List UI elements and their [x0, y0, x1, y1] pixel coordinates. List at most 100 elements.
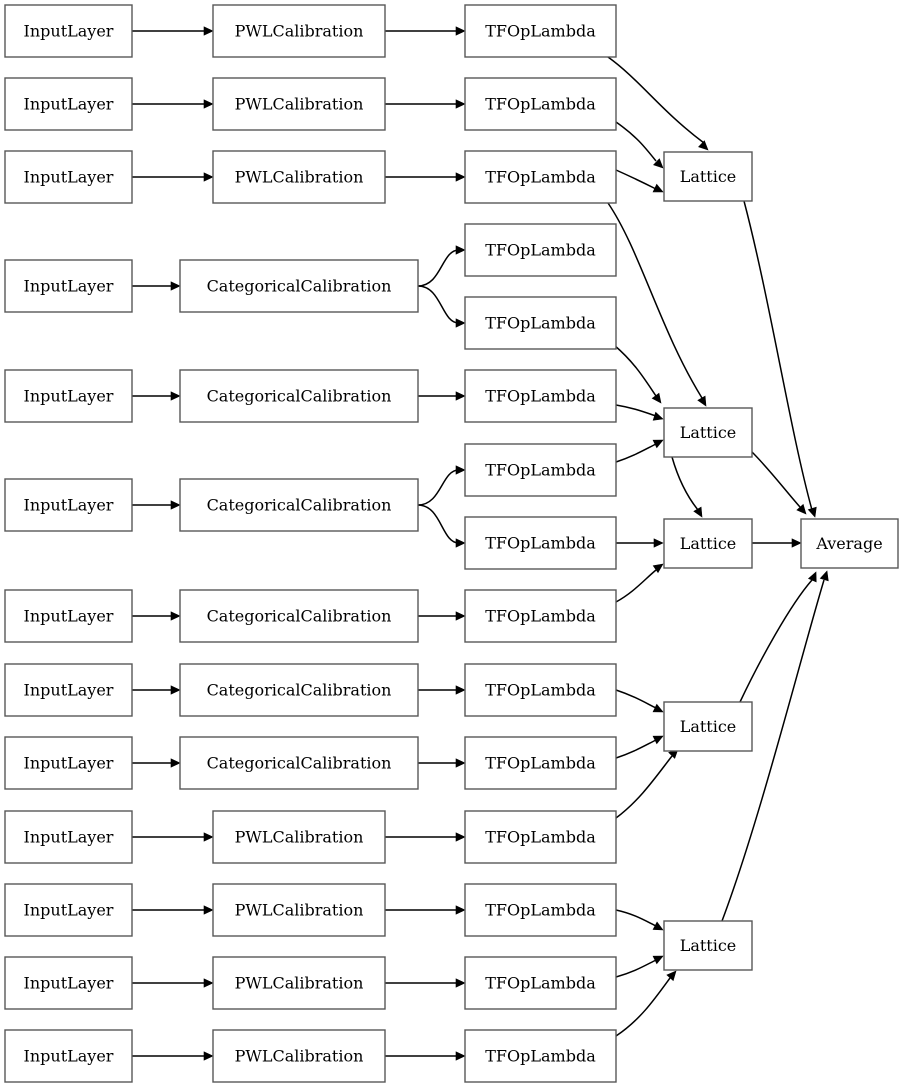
graph-edge-cal6-to-op7 [417, 465, 466, 506]
graph-edge-op13-to-lat5 [615, 909, 664, 931]
edge-arrowhead [791, 538, 802, 548]
graph-node-lat5[interactable]: Lattice [663, 920, 753, 971]
node-box [464, 150, 617, 204]
graph-node-op2[interactable]: TFOpLambda [464, 77, 617, 131]
edge-arrowhead [819, 570, 829, 582]
graph-edge-cal13-to-op15 [385, 1051, 466, 1061]
node-box [4, 589, 133, 643]
graph-node-cal4[interactable]: CategoricalCalibration [179, 259, 419, 313]
graph-edge-cal1-to-op1 [385, 26, 466, 36]
edge-line [615, 689, 657, 709]
graph-node-op4[interactable]: TFOpLambda [464, 223, 617, 277]
graph-node-cal5[interactable]: CategoricalCalibration [179, 369, 419, 423]
node-box [663, 151, 753, 202]
graph-node-in6[interactable]: InputLayer [4, 478, 133, 532]
node-box [4, 810, 133, 864]
graph-node-cal3[interactable]: PWLCalibration [212, 150, 386, 204]
node-layer: InputLayerInputLayerInputLayerInputLayer… [4, 4, 899, 1083]
edge-arrowhead [203, 1051, 214, 1061]
graph-node-op11[interactable]: TFOpLambda [464, 736, 617, 790]
node-box [4, 369, 133, 423]
graph-edge-cal4-to-op4 [417, 245, 466, 287]
node-box [464, 663, 617, 717]
edge-arrowhead [455, 318, 466, 328]
graph-node-cal10[interactable]: PWLCalibration [212, 810, 386, 864]
graph-node-cal12[interactable]: PWLCalibration [212, 956, 386, 1010]
graph-edge-in3-to-cal3 [132, 172, 214, 182]
node-box [663, 920, 753, 971]
graph-node-in5[interactable]: InputLayer [4, 369, 133, 423]
graph-node-in3[interactable]: InputLayer [4, 150, 133, 204]
edge-arrowhead [203, 172, 214, 182]
graph-node-in7[interactable]: InputLayer [4, 589, 133, 643]
graph-node-cal7[interactable]: CategoricalCalibration [179, 589, 419, 643]
graph-edge-op6-to-lat2 [615, 404, 664, 421]
node-box [663, 701, 753, 752]
edge-arrowhead [203, 978, 214, 988]
graph-node-in9[interactable]: InputLayer [4, 736, 133, 790]
graph-node-in10[interactable]: InputLayer [4, 810, 133, 864]
graph-edge-in6-to-cal6 [132, 500, 181, 510]
graph-node-cal11[interactable]: PWLCalibration [212, 883, 386, 937]
graph-node-lat3[interactable]: Lattice [663, 518, 753, 569]
graph-node-op14[interactable]: TFOpLambda [464, 956, 617, 1010]
edge-line [615, 121, 657, 162]
edge-arrowhead [455, 758, 466, 768]
graph-edge-op10-to-lat4 [615, 689, 664, 713]
graph-node-op9[interactable]: TFOpLambda [464, 589, 617, 643]
graph-edge-lat3-to-avg [752, 538, 802, 548]
graph-node-avg[interactable]: Average [800, 518, 899, 569]
edge-arrowhead [651, 392, 662, 404]
graph-node-cal2[interactable]: PWLCalibration [212, 77, 386, 131]
edge-arrowhead [652, 921, 664, 931]
graph-node-in4[interactable]: InputLayer [4, 259, 133, 313]
graph-node-op1[interactable]: TFOpLambda [464, 4, 617, 58]
edge-arrowhead [652, 439, 664, 449]
graph-edge-cal10-to-op12 [385, 832, 466, 842]
graph-node-cal1[interactable]: PWLCalibration [212, 4, 386, 58]
graph-node-op10[interactable]: TFOpLambda [464, 663, 617, 717]
graph-node-op6[interactable]: TFOpLambda [464, 369, 617, 423]
graph-node-in8[interactable]: InputLayer [4, 663, 133, 717]
graph-edge-in4-to-cal4 [132, 281, 181, 291]
node-box [4, 956, 133, 1010]
graph-node-lat1[interactable]: Lattice [663, 151, 753, 202]
graph-edge-lat4-to-avg [739, 571, 817, 703]
node-box [464, 223, 617, 277]
graph-edge-cal9-to-op11 [418, 758, 466, 768]
edge-line [615, 739, 657, 759]
node-box [663, 518, 753, 569]
graph-edge-cal11-to-op13 [385, 905, 466, 915]
edge-line [417, 469, 459, 506]
graph-node-op8[interactable]: TFOpLambda [464, 516, 617, 570]
graph-node-in1[interactable]: InputLayer [4, 4, 133, 58]
graph-node-cal9[interactable]: CategoricalCalibration [179, 736, 419, 790]
graph-edge-in2-to-cal2 [132, 99, 214, 109]
edge-arrowhead [455, 245, 466, 255]
graph-node-cal13[interactable]: PWLCalibration [212, 1029, 386, 1083]
graph-node-op7[interactable]: TFOpLambda [464, 443, 617, 497]
graph-node-in13[interactable]: InputLayer [4, 1029, 133, 1083]
edge-arrowhead [455, 905, 466, 915]
graph-node-op13[interactable]: TFOpLambda [464, 883, 617, 937]
node-box [4, 736, 133, 790]
graph-node-cal8[interactable]: CategoricalCalibration [179, 663, 419, 717]
graph-edge-in10-to-cal10 [132, 832, 214, 842]
edge-arrowhead [455, 172, 466, 182]
graph-node-in11[interactable]: InputLayer [4, 883, 133, 937]
graph-node-op15[interactable]: TFOpLambda [464, 1029, 617, 1083]
graph-node-in2[interactable]: InputLayer [4, 77, 133, 131]
graph-edge-cal7-to-op9 [418, 611, 466, 621]
graph-node-op5[interactable]: TFOpLambda [464, 296, 617, 350]
edge-line [739, 579, 813, 703]
graph-node-op12[interactable]: TFOpLambda [464, 810, 617, 864]
graph-node-lat2[interactable]: Lattice [663, 407, 753, 458]
graph-node-lat4[interactable]: Lattice [663, 701, 753, 752]
graph-node-in12[interactable]: InputLayer [4, 956, 133, 1010]
graph-node-op3[interactable]: TFOpLambda [464, 150, 617, 204]
graph-edge-cal4-to-op5 [417, 285, 466, 328]
edge-arrowhead [796, 503, 807, 515]
edge-arrowhead [455, 391, 466, 401]
graph-node-cal6[interactable]: CategoricalCalibration [179, 478, 419, 532]
node-box [179, 259, 419, 313]
